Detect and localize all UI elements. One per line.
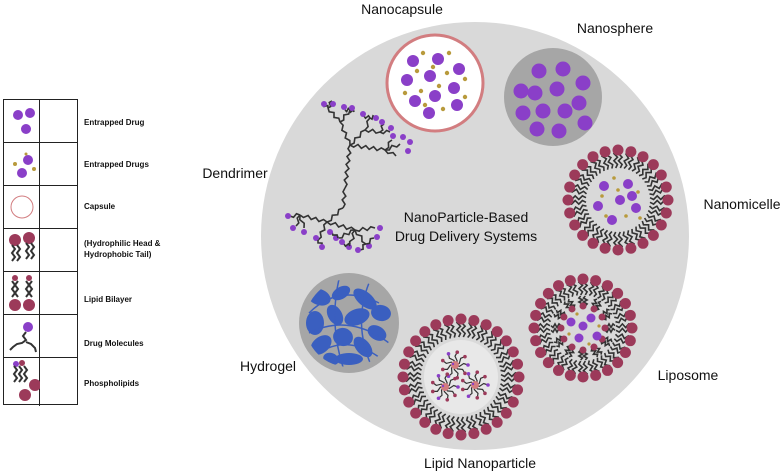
- hydrogel-graphic: [299, 273, 399, 373]
- label-hydrogel: Hydrogel: [240, 358, 296, 374]
- legend-label-capsule: Capsule: [84, 202, 116, 211]
- capsule-icon: [4, 186, 40, 228]
- liposome-graphic: [528, 273, 638, 383]
- legend-label-phospholipids: Phospholipids: [84, 379, 140, 388]
- phospholipid-head-tail-icon: [4, 229, 40, 271]
- lipid-nanoparticle-graphic: [397, 313, 525, 441]
- legend-label-drug-molecules: Drug Molecules: [84, 339, 144, 348]
- entrapped-drugs-icon: [4, 143, 40, 185]
- label-liposome: Liposome: [658, 367, 719, 383]
- legend-row-lipid-bilayer: [4, 272, 77, 315]
- legend-row-entrapped-drug: [4, 100, 77, 143]
- legend-row-entrapped-drugs: [4, 143, 77, 186]
- center-title-line1: NanoParticle-Based: [404, 209, 529, 225]
- legend-row-phospholipids: [4, 358, 77, 406]
- legend-label-head-tail-line1: (Hydrophilic Head &: [84, 239, 161, 248]
- nanocapsule-graphic: [385, 33, 485, 133]
- legend-row-head-tail: [4, 229, 77, 272]
- label-nanomicelle: Nanomicelle: [703, 196, 780, 212]
- label-dendrimer: Dendrimer: [202, 165, 268, 181]
- legend-label-lipid-bilayer: Lipid Bilayer: [84, 295, 133, 304]
- legend-label-entrapped-drugs: Entrapped Drugs: [84, 160, 149, 169]
- center-title-line2: Drug Delivery Systems: [395, 228, 537, 244]
- nanosphere-graphic: [504, 48, 602, 146]
- legend-row-drug-molecules: [4, 315, 77, 358]
- dendrimer-graphic: [285, 100, 413, 253]
- label-lipid-nanoparticle: Lipid Nanoparticle: [424, 455, 536, 471]
- nanomicelle-graphic: [562, 144, 674, 256]
- entrapped-drug-icon: [4, 100, 40, 142]
- lipid-bilayer-icon: [4, 272, 40, 314]
- drug-molecule-icon: [4, 315, 40, 357]
- label-nanosphere: Nanosphere: [577, 20, 653, 36]
- legend-row-capsule: [4, 186, 77, 229]
- legend-label-entrapped-drug: Entrapped Drug: [84, 118, 145, 127]
- legend-panel: [3, 99, 78, 406]
- legend-label-head-tail-line2: Hydrophobic Tail): [84, 250, 152, 259]
- label-nanocapsule: Nanocapsule: [361, 1, 443, 17]
- phospholipids-icon: [4, 358, 41, 406]
